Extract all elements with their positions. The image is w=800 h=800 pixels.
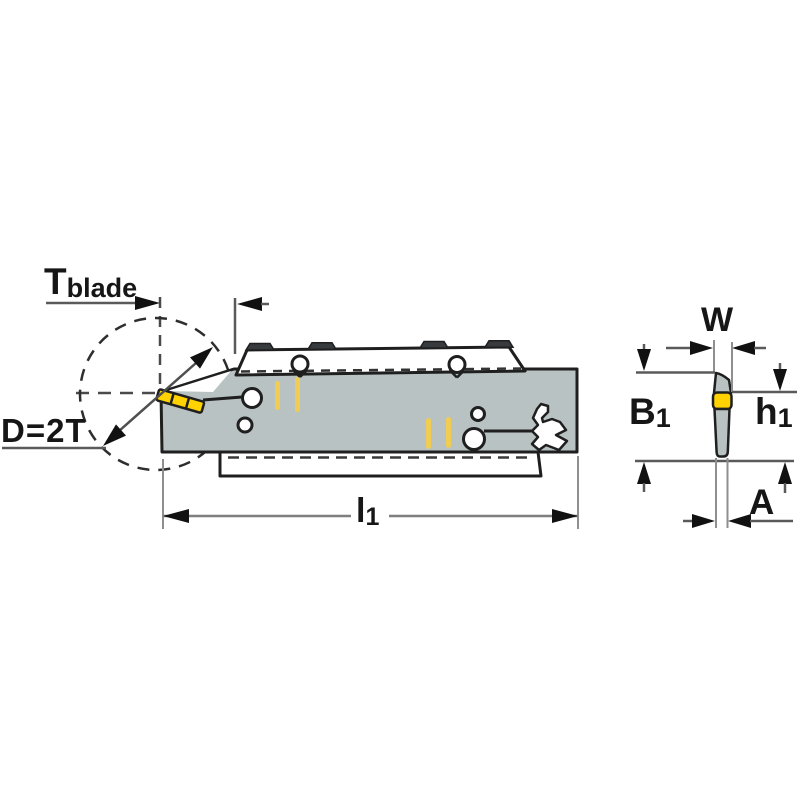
dim-w	[666, 340, 766, 392]
h1-subscript: 1	[777, 403, 793, 434]
dim-a	[683, 458, 793, 528]
insert-face	[155, 388, 206, 414]
dim-b1	[636, 344, 715, 492]
coolant-marks	[275, 377, 451, 449]
dim-t-blade	[46, 296, 269, 354]
cutting-insert	[155, 388, 206, 414]
label-d-equals-2t: D=2T	[1, 414, 87, 447]
front-view	[2, 296, 579, 529]
d-2t-text: D=2T	[1, 412, 87, 449]
w-text: W	[701, 301, 734, 339]
front-slot-line	[202, 395, 243, 402]
l1-symbol: l	[356, 492, 366, 530]
profile-insert	[711, 391, 733, 411]
side-view	[635, 340, 797, 528]
b1-symbol: B	[629, 391, 656, 432]
dim-d-2t	[2, 347, 213, 450]
label-b1: B1	[629, 391, 671, 434]
a-text: A	[749, 483, 775, 522]
dim-h1	[732, 363, 797, 493]
dim-l1	[162, 456, 579, 529]
t-blade-subscript: blade	[66, 273, 138, 304]
bottom-support-rail	[218, 450, 543, 478]
profile-top	[712, 371, 733, 395]
rail-spring-pins	[290, 354, 467, 379]
label-a: A	[749, 485, 774, 520]
front-hole-small	[236, 416, 254, 434]
rear-hole-large	[462, 427, 486, 451]
wrench-cutout	[530, 402, 569, 452]
insert-segment-lines	[169, 393, 191, 409]
insert-pocket-opening	[167, 371, 231, 392]
front-hole-large	[241, 387, 263, 409]
b1-subscript: 1	[655, 403, 671, 434]
label-l1: l1	[356, 492, 380, 531]
rail-clamp-tabs	[244, 340, 515, 351]
label-h1: h1	[755, 391, 793, 434]
rear-hole-small	[470, 406, 486, 422]
label-t-blade: Tblade	[44, 261, 138, 304]
label-w: W	[701, 303, 733, 337]
h1-symbol: h	[755, 391, 778, 432]
profile-shank	[713, 407, 731, 458]
blade-body	[159, 367, 579, 454]
t-blade-symbol: T	[44, 261, 67, 302]
l1-subscript: 1	[365, 503, 380, 531]
